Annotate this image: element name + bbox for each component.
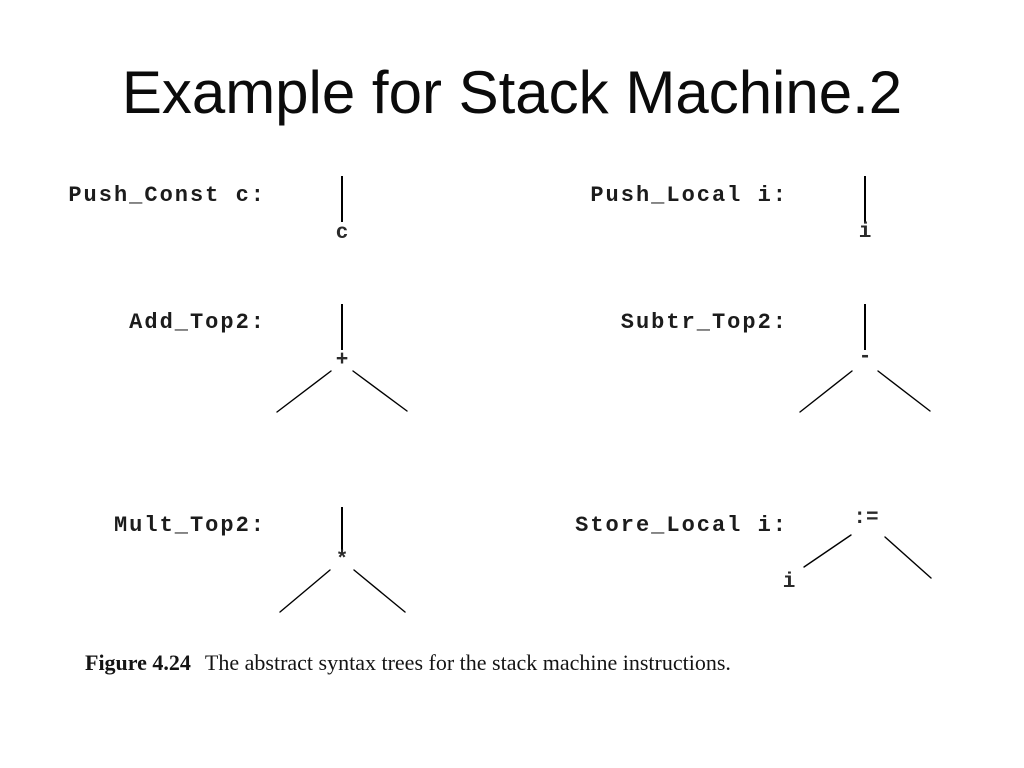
tree-subtr-trunk — [864, 304, 866, 350]
tree-add-right-edge — [352, 370, 408, 412]
tree-store-leaf: i — [782, 571, 796, 594]
figure-caption: Figure 4.24 The abstract syntax trees for… — [85, 650, 731, 676]
tree-subtr-right-edge — [877, 370, 931, 412]
tree-store-left-edge — [803, 534, 852, 568]
tree-mult-operator: * — [335, 549, 349, 572]
tree-store-operator: := — [853, 507, 879, 530]
tree-subtr-left-edge — [799, 370, 853, 413]
tree-push-local-edge — [864, 176, 866, 222]
tree-mult-right-edge — [353, 569, 406, 613]
tree-push-const-leaf: c — [335, 222, 349, 245]
label-subtr-top2: Subtr_Top2: — [620, 310, 788, 335]
label-add-top2: Add_Top2: — [129, 310, 266, 335]
figure-caption-text: The abstract syntax trees for the stack … — [204, 650, 731, 675]
label-push-const: Push_Const c: — [68, 183, 266, 208]
label-push-local: Push_Local i: — [590, 183, 788, 208]
slide-title: Example for Stack Machine.2 — [121, 59, 903, 126]
tree-add-trunk — [341, 304, 343, 350]
tree-subtr-operator: - — [858, 346, 872, 369]
tree-mult-trunk — [341, 507, 343, 553]
tree-add-edges — [276, 370, 408, 413]
label-store-local: Store_Local i: — [575, 513, 788, 538]
figure-caption-number: Figure 4.24 — [85, 650, 191, 675]
tree-push-local-leaf: i — [858, 221, 872, 244]
tree-push-const-edge — [341, 176, 343, 222]
tree-subtr-edges — [799, 370, 931, 413]
tree-store-edges — [803, 534, 932, 579]
tree-add-operator: + — [335, 349, 349, 372]
tree-store-right-edge — [884, 536, 932, 579]
label-mult-top2: Mult_Top2: — [113, 513, 266, 538]
tree-mult-left-edge — [279, 569, 331, 613]
tree-mult-edges — [279, 569, 406, 613]
tree-add-left-edge — [276, 370, 332, 413]
